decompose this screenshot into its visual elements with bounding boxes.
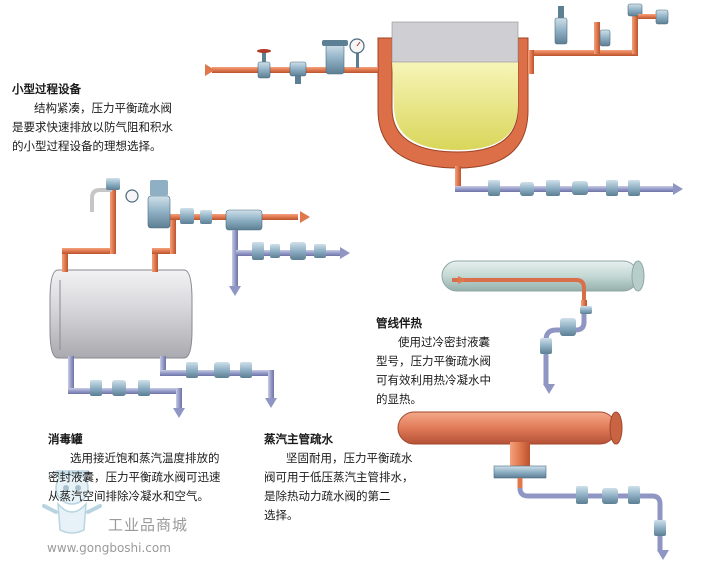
tank-valve-cluster [106,178,263,231]
steam-main-line: 阀可用于低压蒸汽主管排水， [264,470,414,484]
vessel-headspace [391,21,519,63]
pipe-tracing-line: 的显热。 [376,392,422,406]
steam-main-caption: 蒸汽主管疏水 坚固耐用，压力平衡疏水 阀可用于低压蒸汽主管排水， 是除热动力疏水… [264,430,444,525]
tank-condensate-drain [68,230,350,418]
process-vessel [377,21,529,169]
vessel-liquid [392,62,518,150]
pipe-tracing-title: 管线伴热 [376,316,422,330]
steam-main [397,411,669,560]
pipe-tracing-line: 使用过冷密封液囊 [398,335,490,349]
condensate-outlet-arrow-icon [673,183,683,195]
trap-icon [488,180,640,196]
mascot-icon [42,470,102,534]
strainer-icon [289,61,307,84]
pipe-tracing-line: 可有效利用热冷凝水中 [376,373,491,387]
pressure-reducing-valve-icon [322,40,348,75]
gate-valve-icon [257,49,271,79]
steam-inlet-arrow-icon [205,64,215,76]
small-equipment-title: 小型过程设备 [12,82,81,96]
steam-main-line: 是除热动力疏水阀的第二 [264,489,391,503]
sterilizer-line: 选用接近饱和蒸汽温度排放的 [70,451,220,465]
traced-pipe [441,260,645,394]
steam-main-line: 坚固耐用，压力平衡疏水 [286,451,413,465]
sterilizer-line: 密封液囊，压力平衡疏水阀可迅速 [48,470,221,484]
tank-steam-supply [62,186,310,272]
steam-main-title: 蒸汽主管疏水 [264,432,333,446]
tank-body [49,269,193,359]
sterilizer-caption: 消毒罐 选用接近饱和蒸汽温度排放的 密封液囊，压力平衡疏水阀可迅速 从蒸汽空间排… [48,430,268,506]
sterilizer-title: 消毒罐 [48,432,83,446]
pipe-tracing-caption: 管线伴热 使用过冷密封液囊 型号，压力平衡疏水阀 可有效利用热冷凝水中 的显热。 [376,314,536,409]
safety-valve-icon [554,3,669,47]
tank-steam-arrow-icon [300,211,310,223]
small-equipment-caption: 小型过程设备 结构紧凑，压力平衡疏水阀 是要求快速排放以防气阻和积水 的小型过程… [12,80,212,156]
tracer-arrow-icon [458,276,466,284]
pipe-tracing-line: 型号，压力平衡疏水阀 [376,354,491,368]
tracer-line [452,278,586,308]
watermark-url: www.gongboshi.com [47,541,171,555]
sterilizer-tank [49,269,193,359]
watermark-brand: 工业品商城 [108,516,189,534]
small-equipment-line: 是要求快速排放以防气阻和积水 [12,120,173,134]
vessel-condensate-outlet [455,166,683,196]
sterilizer-line: 从蒸汽空间排除冷凝水和空气。 [48,489,209,503]
small-equipment-line: 结构紧凑，压力平衡疏水阀 [34,101,172,115]
steam-main-line: 选择。 [264,508,299,522]
pressure-gauge-icon [349,38,365,68]
small-equipment-line: 的小型过程设备的理想选择。 [12,139,162,153]
